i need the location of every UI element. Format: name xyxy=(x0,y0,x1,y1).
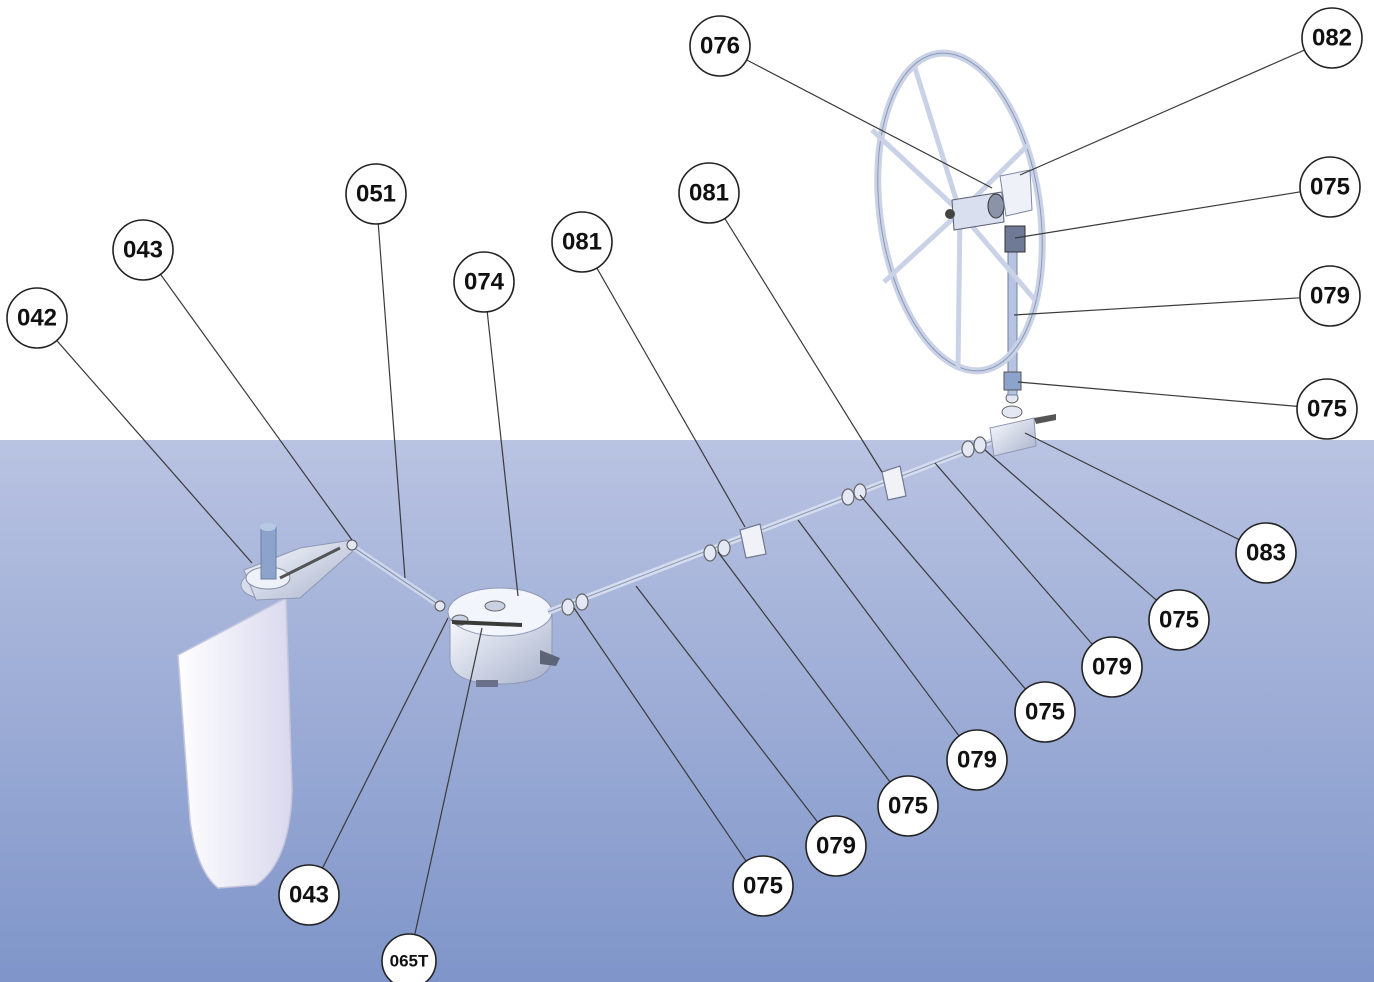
callout-label: 079 xyxy=(816,833,856,860)
leader-line-051 xyxy=(377,223,406,579)
callout-075: 075 xyxy=(877,775,939,837)
callout-circle xyxy=(6,287,68,349)
callout-label: 075 xyxy=(1310,174,1350,201)
leader-line-083 xyxy=(1024,432,1240,541)
callout-label: 043 xyxy=(123,237,163,264)
callout-circle xyxy=(345,163,407,225)
leader-line-075 xyxy=(1014,191,1301,239)
callout-circle xyxy=(689,15,751,77)
rudder-quadrant xyxy=(240,523,353,601)
callout-label: 042 xyxy=(17,305,57,332)
leader-line-042 xyxy=(56,340,253,564)
leader-line-075 xyxy=(859,494,1026,690)
callout-079: 079 xyxy=(805,815,867,877)
callout-075: 075 xyxy=(1014,681,1076,743)
callout-076: 076 xyxy=(689,15,751,77)
callout-circle xyxy=(1081,636,1143,698)
callout-circle xyxy=(805,815,867,877)
leader-line-079 xyxy=(1013,297,1301,316)
callout-labels: 076 082 075 079 075 051 081 081 043 074 042 083 075 0… xyxy=(6,7,1363,982)
callout-079: 079 xyxy=(1299,265,1361,327)
callout-label: 083 xyxy=(1246,540,1286,567)
leader-line-074 xyxy=(486,311,519,597)
callout-label: 079 xyxy=(1092,654,1132,681)
callout-042: 042 xyxy=(6,287,68,349)
callout-label: 043 xyxy=(289,882,329,909)
callout-075: 075 xyxy=(1148,589,1210,651)
callout-circle xyxy=(1299,156,1361,218)
steering-shaft xyxy=(546,435,1002,615)
callout-circle xyxy=(1301,7,1363,69)
leader-line-082 xyxy=(1019,49,1305,176)
callout-circle xyxy=(946,729,1008,791)
callout-circle xyxy=(732,855,794,917)
callout-079: 079 xyxy=(946,729,1008,791)
leader-line-075 xyxy=(717,551,891,783)
callout-circle xyxy=(278,864,340,926)
shaft-couplings xyxy=(561,436,987,616)
callout-083: 083 xyxy=(1235,522,1297,584)
callout-label: 079 xyxy=(1310,283,1350,310)
callout-circle xyxy=(112,219,174,281)
callout-circle xyxy=(1296,378,1358,440)
wheel-hub xyxy=(945,169,1033,253)
helm-bevel-box xyxy=(989,392,1056,457)
callout-051: 051 xyxy=(345,163,407,225)
callout-circle xyxy=(453,251,515,313)
callout-label: 079 xyxy=(957,747,997,774)
callout-circle xyxy=(1014,681,1076,743)
leader-line-081 xyxy=(724,218,883,473)
leader-line-043 xyxy=(321,617,449,869)
leader-line-075 xyxy=(573,607,747,862)
callout-label: 081 xyxy=(689,180,729,207)
callout-circle xyxy=(381,933,437,982)
callout-circle xyxy=(1148,589,1210,651)
callout-075: 075 xyxy=(1299,156,1361,218)
leader-lines xyxy=(56,49,1305,935)
callout-circle xyxy=(1235,522,1297,584)
shaft-bearings xyxy=(739,465,907,559)
callout-label: 075 xyxy=(1159,607,1199,634)
leader-line-075 xyxy=(984,449,1157,601)
callout-label: 075 xyxy=(888,793,928,820)
leader-line-079 xyxy=(934,462,1093,645)
callout-label: 076 xyxy=(700,33,740,60)
steering-wheel xyxy=(870,49,1046,375)
callout-label: 082 xyxy=(1312,25,1352,52)
leader-line-075 xyxy=(1017,381,1298,407)
callout-label: 075 xyxy=(1307,396,1347,423)
callout-081: 081 xyxy=(678,162,740,224)
leader-line-076 xyxy=(746,59,993,189)
callout-label: 074 xyxy=(464,269,505,296)
leader-line-079 xyxy=(797,519,960,737)
sky-background xyxy=(0,0,1374,440)
leader-line-079 xyxy=(635,585,819,823)
leader-line-065T xyxy=(414,627,483,935)
callout-circle xyxy=(551,211,613,273)
callout-081: 081 xyxy=(551,211,613,273)
rudder-blade xyxy=(177,596,293,889)
leader-line-043 xyxy=(160,273,353,541)
callout-082: 082 xyxy=(1301,7,1363,69)
callout-circle xyxy=(678,162,740,224)
callout-label: 081 xyxy=(562,229,602,256)
callout-079: 079 xyxy=(1081,636,1143,698)
callout-label: 075 xyxy=(1025,699,1065,726)
callout-circle xyxy=(877,775,939,837)
callout-043: 043 xyxy=(278,864,340,926)
callout-label: 065T xyxy=(390,952,429,971)
callout-043: 043 xyxy=(112,219,174,281)
angle-gearbox xyxy=(447,587,560,687)
callout-075: 075 xyxy=(1296,378,1358,440)
callout-074: 074 xyxy=(453,251,515,313)
callout-circle xyxy=(1299,265,1361,327)
callout-065T: 065T xyxy=(381,933,437,982)
callout-075: 075 xyxy=(732,855,794,917)
leader-line-081 xyxy=(596,267,746,528)
callout-label: 075 xyxy=(743,873,783,900)
column-coupling xyxy=(1003,371,1022,391)
callout-label: 051 xyxy=(356,181,396,208)
